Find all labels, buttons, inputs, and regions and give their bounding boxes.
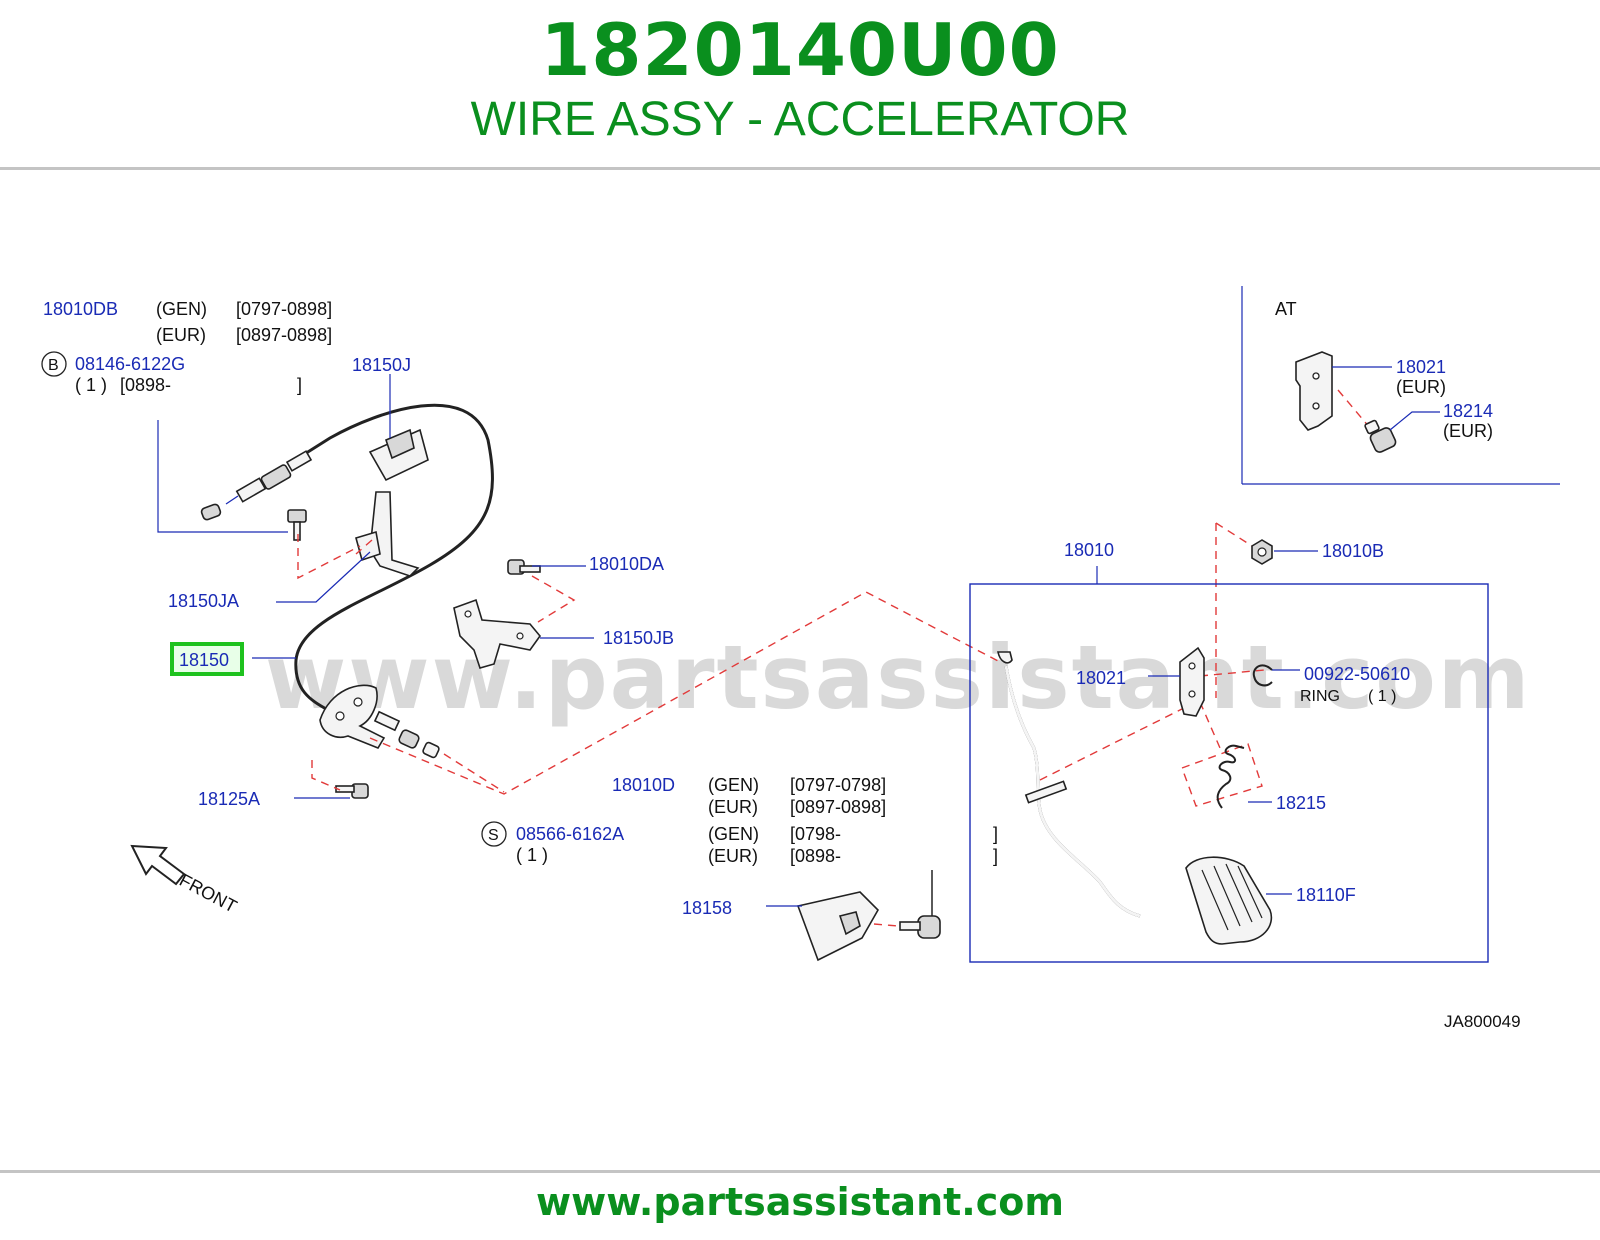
note-18010D: 18010D (GEN) [0797-0798] (EUR) [0897-089… [612, 775, 886, 817]
marker-s: S [488, 827, 499, 844]
front-direction-indicator: FRONT [130, 844, 240, 917]
bracket-18150JB-drawing [453, 598, 542, 669]
front-arrow-icon [130, 844, 186, 886]
cable-assembly [200, 403, 542, 799]
front-label: FRONT [176, 870, 240, 917]
label-18150JA[interactable]: 18150JA [168, 591, 239, 611]
label-18215[interactable]: 18215 [1276, 793, 1326, 813]
part-number-title: 1820140U00 [540, 8, 1060, 92]
ring-desc: RING [1300, 688, 1340, 705]
note-18010DB: 18010DB (GEN) [0797-0898] (EUR) [0897-08… [43, 299, 332, 345]
label-18214-inset[interactable]: 18214 [1443, 401, 1493, 421]
footer-divider [0, 1170, 1600, 1173]
note-range-end: ] [993, 824, 998, 844]
parts-diagram: www.partsassistant.com AT 18021 (EUR) 18… [41, 286, 1560, 1031]
inset-bracket-hole [1312, 372, 1320, 380]
note-market: (EUR) [708, 797, 758, 817]
label-18010D[interactable]: 18010D [612, 775, 675, 795]
note-market: (GEN) [156, 299, 207, 319]
marker-b: B [48, 357, 59, 374]
label-18150[interactable]: 18150 [179, 650, 229, 670]
label-18010B[interactable]: 18010B [1322, 541, 1384, 561]
pedal-assembly: 18010 18010B 18021 00922-50610 RING ( 1 … [969, 539, 1489, 963]
marker-s-circle [481, 821, 507, 847]
ring-drawing [1252, 664, 1273, 687]
note-range-end: ] [993, 846, 998, 866]
cover-18158-drawing [796, 891, 879, 962]
label-18150J[interactable]: 18150J [352, 355, 411, 375]
label-18021[interactable]: 18021 [1076, 668, 1126, 688]
pedal-assembly-frame [969, 583, 1489, 963]
label-18150JB[interactable]: 18150JB [603, 628, 674, 648]
label-00922-50610[interactable]: 00922-50610 [1304, 664, 1410, 684]
page-header: 1820140U00 WIRE ASSY - ACCELERATOR [0, 0, 1600, 168]
label-18021-inset-note: (EUR) [1396, 377, 1446, 397]
note-range-start: [0898- [790, 846, 841, 866]
note-range: [0797-0898] [236, 299, 332, 319]
label-08566-6162A[interactable]: 08566-6162A [516, 824, 624, 844]
cover-18158: 18158 [682, 870, 941, 962]
bracket-18021-drawing [1179, 646, 1205, 717]
note-range-start: [0798- [790, 824, 841, 844]
label-18010[interactable]: 18010 [1064, 540, 1114, 560]
label-08146-6122G[interactable]: 08146-6122G [75, 354, 185, 374]
note-08566-6162A: S 08566-6162A ( 1 ) (GEN) [0798- ] (EUR)… [481, 821, 998, 866]
accelerator-wire [291, 403, 494, 712]
inset-bracket-hole-2 [1312, 402, 1320, 410]
note-qty: ( 1 ) [516, 845, 548, 865]
label-18010DA[interactable]: 18010DA [589, 554, 664, 574]
label-18214-inset-note: (EUR) [1443, 421, 1493, 441]
note-market: (EUR) [156, 325, 206, 345]
note-market: (GEN) [708, 775, 759, 795]
label-18110F[interactable]: 18110F [1296, 885, 1356, 905]
note-range: [0897-0898] [236, 325, 332, 345]
label-18021-inset[interactable]: 18021 [1396, 357, 1446, 377]
note-range: [0797-0798] [790, 775, 886, 795]
footer-url[interactable]: www.partsassistant.com [536, 1180, 1064, 1224]
lower-cable-bracket-drawing [319, 684, 386, 749]
ring-qty: ( 1 ) [1368, 688, 1396, 705]
label-18010DB[interactable]: 18010DB [43, 299, 118, 319]
note-range: [0897-0898] [790, 797, 886, 817]
inset-title: AT [1275, 299, 1297, 319]
note-market: (EUR) [708, 846, 758, 866]
highlighted-part-18150[interactable]: 18150 [170, 642, 244, 676]
bracket-18150JA-drawing [369, 491, 420, 577]
note-range-end: ] [297, 375, 302, 395]
inset-stopper-drawing [1369, 427, 1397, 453]
header-divider [0, 167, 1600, 170]
marker-b-circle [41, 351, 67, 377]
label-18125A[interactable]: 18125A [198, 789, 260, 809]
note-market: (GEN) [708, 824, 759, 844]
note-range-start: [0898- [120, 375, 171, 395]
part-name-subtitle: WIRE ASSY - ACCELERATOR [470, 93, 1130, 146]
note-08146-6122G: B 08146-6122G ( 1 ) [0898- ] [41, 351, 302, 395]
diagram-code: JA800049 [1444, 1012, 1521, 1031]
spring-18215-drawing [1216, 744, 1245, 809]
at-inset: AT 18021 (EUR) 18214 (EUR) [1241, 286, 1560, 485]
label-18158[interactable]: 18158 [682, 898, 732, 918]
inset-bracket-drawing [1295, 351, 1333, 431]
note-qty: ( 1 ) [75, 375, 107, 395]
